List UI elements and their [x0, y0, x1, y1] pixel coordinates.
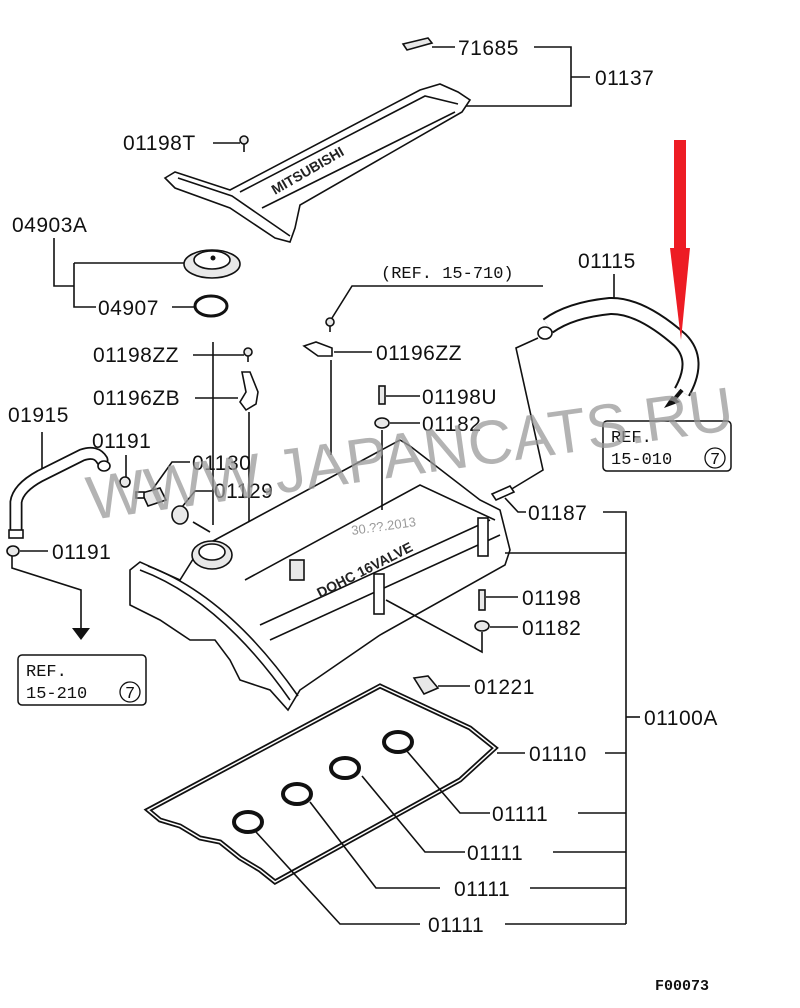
- screw-part[interactable]: [239, 135, 249, 152]
- plug-seal-part[interactable]: [281, 782, 313, 806]
- engine-cover-part[interactable]: MITSUBISHI: [163, 83, 472, 243]
- plug-seal-part[interactable]: [232, 810, 264, 834]
- label-01191-upper[interactable]: 01191: [92, 430, 151, 453]
- plug-seal-part[interactable]: [329, 756, 361, 780]
- svg-text:7: 7: [710, 451, 720, 470]
- label-04907[interactable]: 04907: [98, 297, 159, 320]
- label-01111-2[interactable]: 01111: [467, 842, 523, 865]
- o-ring-part[interactable]: [193, 294, 229, 318]
- clamp-part[interactable]: [119, 476, 131, 488]
- label-01111-3[interactable]: 01111: [454, 878, 510, 901]
- badge-part[interactable]: [401, 37, 434, 51]
- label-01137[interactable]: 01137: [595, 67, 654, 90]
- figure-code: F00073: [655, 978, 709, 995]
- label-01100A[interactable]: 01100A: [644, 707, 718, 730]
- arrow-down-icon: [72, 628, 90, 640]
- label-01110[interactable]: 01110: [529, 743, 587, 766]
- nipple-part[interactable]: [490, 484, 516, 502]
- label-01129[interactable]: 01129: [214, 480, 273, 503]
- svg-text:7: 7: [125, 685, 135, 704]
- ref-15-710[interactable]: (REF. 15-710): [381, 265, 514, 284]
- label-01198ZZ[interactable]: 01198ZZ: [93, 344, 179, 367]
- label-01182-upper[interactable]: 01182: [422, 413, 481, 436]
- label-01196ZB[interactable]: 01196ZB: [93, 387, 180, 410]
- breather-hose-part[interactable]: [8, 446, 111, 539]
- bolt-part[interactable]: [243, 347, 253, 362]
- oil-cap-part[interactable]: [183, 249, 241, 279]
- label-01915[interactable]: 01915: [8, 404, 69, 427]
- screw-part[interactable]: [325, 317, 335, 332]
- bracket-part[interactable]: [239, 371, 259, 412]
- label-01182-lower[interactable]: 01182: [522, 617, 581, 640]
- ref-box-15-010[interactable]: REF. 15-010 7: [602, 420, 732, 472]
- label-01130[interactable]: 01130: [192, 452, 251, 475]
- plug-part[interactable]: [412, 675, 440, 696]
- label-01198T[interactable]: 01198T: [123, 132, 196, 155]
- bolt-part[interactable]: [378, 385, 386, 405]
- red-arrow-indicator: [670, 140, 690, 340]
- svg-text:15-010: 15-010: [611, 451, 672, 470]
- pcv-valve-part[interactable]: [135, 487, 168, 507]
- valve-cover-part[interactable]: DOHC 16VALVE: [129, 439, 511, 712]
- bolt-part[interactable]: [478, 589, 486, 611]
- label-01198[interactable]: 01198: [522, 587, 581, 610]
- label-01111-4[interactable]: 01111: [428, 914, 484, 937]
- label-01196ZZ[interactable]: 01196ZZ: [376, 342, 462, 365]
- label-01191-lower[interactable]: 01191: [52, 541, 111, 564]
- washer-part[interactable]: [474, 620, 490, 632]
- label-01198U[interactable]: 01198U: [422, 386, 497, 409]
- label-01187[interactable]: 01187: [528, 502, 587, 525]
- svg-text:15-210: 15-210: [26, 685, 87, 704]
- label-04903A[interactable]: 04903A: [12, 214, 87, 237]
- label-01111-1[interactable]: 01111: [492, 803, 548, 826]
- pcv-hose-part[interactable]: [537, 297, 700, 397]
- valve-cover-gasket-part[interactable]: [143, 683, 499, 885]
- label-01115[interactable]: 01115: [578, 250, 636, 273]
- grommet-part[interactable]: [171, 505, 189, 525]
- svg-text:REF.: REF.: [611, 429, 652, 448]
- bracket-part[interactable]: [302, 341, 333, 357]
- washer-part[interactable]: [374, 417, 390, 429]
- label-71685[interactable]: 71685: [458, 37, 519, 60]
- label-01221[interactable]: 01221: [474, 676, 535, 699]
- clamp-part[interactable]: [6, 545, 20, 557]
- svg-text:REF.: REF.: [26, 663, 67, 682]
- plug-seal-part[interactable]: [382, 730, 414, 754]
- ref-box-15-210[interactable]: REF. 15-210 7: [17, 654, 147, 706]
